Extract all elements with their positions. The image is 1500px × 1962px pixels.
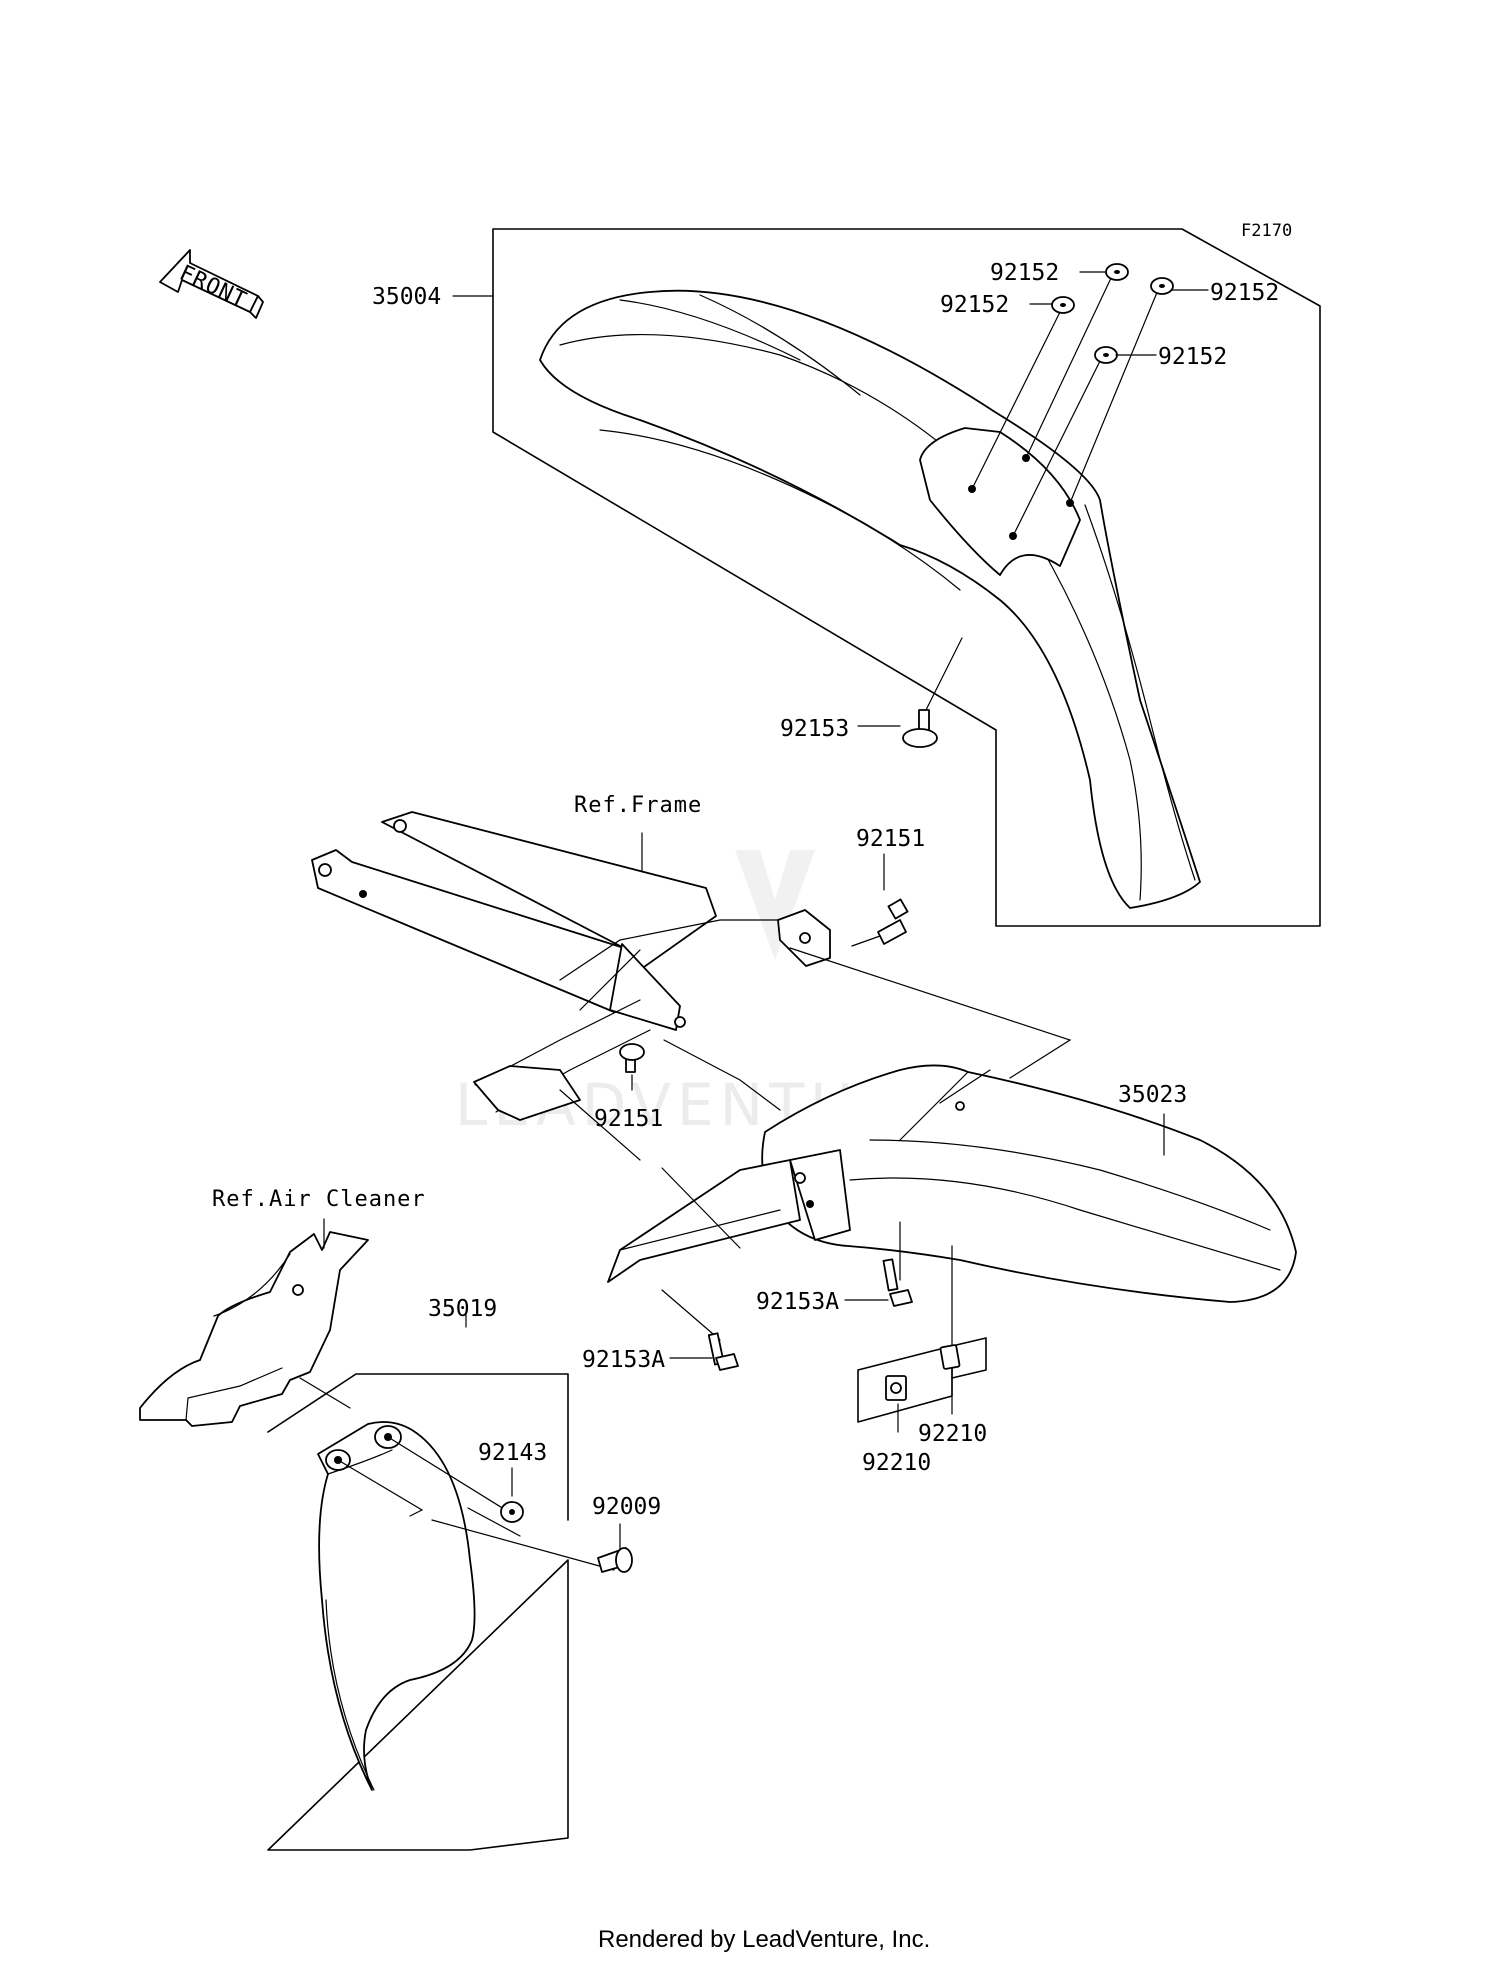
collar-icon [500,1501,524,1523]
bolt-icon [902,709,938,748]
rear-fender-group [607,1064,1297,1433]
part-label-rear-fender[interactable]: 35023 [1118,1082,1187,1108]
part-label-washer[interactable]: 92152 [940,292,1009,318]
part-label-bolt[interactable]: 92153A [582,1347,665,1373]
footer-credit: Rendered by LeadVenture, Inc. [598,1926,930,1953]
part-labels: 35004 92152 92152 92152 92152 92153 Ref.… [212,260,1279,1520]
frame-group [311,811,1072,1161]
part-label-bolt[interactable]: 92153 [780,716,849,742]
part-label-front-fender[interactable]: 35004 [372,284,441,310]
part-label-washer[interactable]: 92152 [990,260,1059,286]
screw-icon [597,1547,633,1573]
figure-code: F2170 [1241,221,1292,241]
part-label-collar[interactable]: 92143 [478,1440,547,1466]
part-label-mud-guard[interactable]: 35019 [428,1296,497,1322]
ref-label-air-cleaner: Ref.Air Cleaner [212,1187,426,1212]
bolt-icon [707,1332,739,1371]
bolt-icon [882,1258,913,1307]
nut-icon [939,1344,961,1370]
ref-label-frame: Ref.Frame [574,793,702,818]
part-label-nut[interactable]: 92210 [862,1450,931,1476]
mud-guard-group [139,1218,633,1851]
bolt-icon [877,898,909,945]
part-label-washer[interactable]: 92152 [1210,280,1279,306]
part-label-bolt[interactable]: 92151 [594,1106,663,1132]
nut-icon [885,1375,907,1401]
front-label: FRONT [175,261,250,314]
part-label-screw[interactable]: 92009 [592,1494,661,1520]
bolt-icon [619,1043,645,1073]
part-label-bolt[interactable]: 92153A [756,1289,839,1315]
part-label-bolt[interactable]: 92151 [856,826,925,852]
front-fender-group [492,228,1321,927]
part-label-washer[interactable]: 92152 [1158,344,1227,370]
part-label-nut[interactable]: 92210 [918,1421,987,1447]
front-arrow-icon: FRONT [159,249,264,319]
